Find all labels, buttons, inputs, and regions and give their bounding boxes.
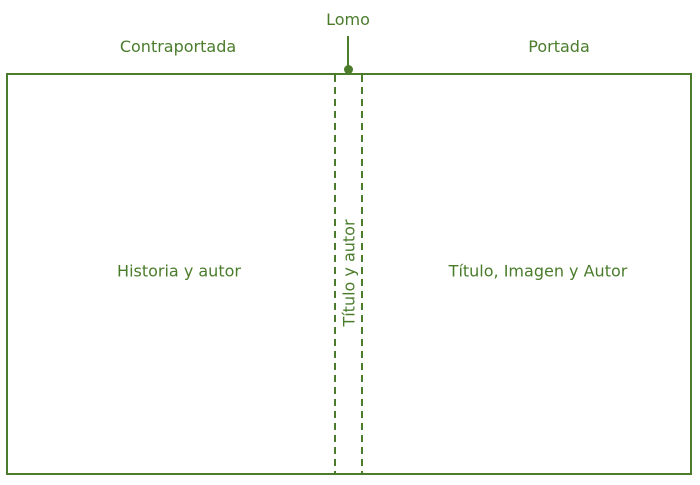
spine-label: Lomo (326, 10, 370, 29)
spine-right-boundary-dashed-line (361, 75, 363, 473)
spine-pointer-dot (344, 65, 353, 74)
book-outline (6, 73, 692, 475)
spine-pointer-line (347, 36, 349, 67)
spine-content-label: Título y autor (339, 219, 359, 327)
front-cover-label: Portada (528, 37, 590, 56)
back-cover-content-label: Historia y autor (117, 261, 241, 281)
back-cover-label: Contraportada (119, 37, 237, 56)
front-cover-content-label: Título, Imagen y Autor (448, 261, 628, 281)
spine-left-boundary-dashed-line (334, 75, 336, 473)
